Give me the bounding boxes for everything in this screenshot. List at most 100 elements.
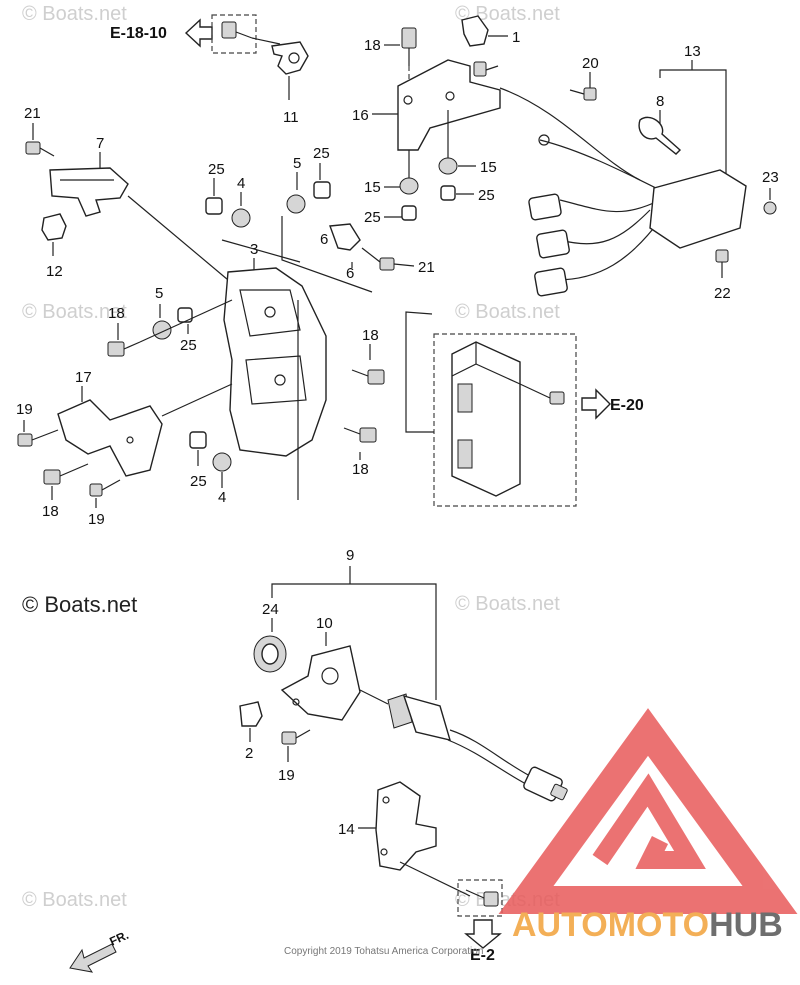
callout-1: 1 xyxy=(512,29,520,46)
callout-12: 12 xyxy=(46,263,63,280)
callout-25: 25 xyxy=(190,473,207,490)
callout-4: 4 xyxy=(237,175,245,192)
callout-5: 5 xyxy=(293,155,301,172)
callout-24: 24 xyxy=(262,601,279,618)
harness-13-group: 13 20 8 23 xyxy=(499,43,779,302)
bolt-icon xyxy=(343,427,377,443)
callout-8: 8 xyxy=(656,93,664,110)
collar-25-icon xyxy=(440,185,456,201)
grommet-5-icon xyxy=(286,194,306,214)
callout-18: 18 xyxy=(364,37,381,54)
front-label: FR. xyxy=(107,928,130,949)
dashed-box xyxy=(211,14,257,54)
callout-19: 19 xyxy=(278,767,295,784)
bracket-14-icon xyxy=(375,781,437,871)
callout-16: 16 xyxy=(352,107,369,124)
main-bracket-3-group: 25 4 5 25 3 5 xyxy=(107,145,435,506)
grommet-15-icon xyxy=(438,157,458,175)
callout-19: 19 xyxy=(16,401,33,418)
bolt-icon xyxy=(17,429,59,447)
callout-15: 15 xyxy=(364,179,381,196)
logo-triangle-icon xyxy=(498,708,798,914)
ecu-module-group: E-20 xyxy=(405,311,644,507)
ref-arrow-down-icon xyxy=(464,919,502,949)
bolt-icon xyxy=(43,463,89,485)
front-arrow-icon xyxy=(69,943,117,973)
callout-18: 18 xyxy=(108,305,125,322)
callout-25: 25 xyxy=(180,337,197,354)
bracket-17-icon xyxy=(57,399,163,477)
copyright-text: Copyright 2019 Tohatsu America Corporati… xyxy=(284,946,483,957)
watermark: © Boats.net xyxy=(22,889,127,911)
bolt-icon xyxy=(89,479,121,497)
collar-25-icon xyxy=(177,307,193,323)
logo-part-hub: HUB xyxy=(709,906,783,944)
bolt-icon xyxy=(715,249,729,278)
clip-2-icon xyxy=(239,701,263,727)
bracket-14-group: 14 E-2 xyxy=(338,781,503,964)
nut-24-icon xyxy=(253,635,287,673)
callout-20: 20 xyxy=(582,55,599,72)
clamp-6-icon xyxy=(329,223,361,251)
callout-25: 25 xyxy=(478,187,495,204)
ref-arrow-right-icon xyxy=(581,388,611,420)
bolt-icon xyxy=(351,369,385,385)
bracket-17-group: 17 19 18 19 xyxy=(16,369,233,528)
bolt-icon xyxy=(107,341,141,357)
ref-e-20: E-20 xyxy=(610,397,644,414)
bolt-icon xyxy=(25,141,55,157)
callout-10: 10 xyxy=(316,615,333,632)
ecu-module-icon xyxy=(451,341,521,497)
logo-inner-shape-icon xyxy=(592,773,706,869)
callout-21: 21 xyxy=(24,105,41,122)
callout-21: 21 xyxy=(418,259,435,276)
watermarks: © Boats.net © Boats.net © Boats.net © Bo… xyxy=(22,3,560,911)
watermark: © Boats.net xyxy=(22,3,127,25)
bolt-icon xyxy=(401,27,417,66)
ref-arrow-left-icon xyxy=(184,18,213,48)
callout-18: 18 xyxy=(42,503,59,520)
logo-wordmark: AUTOMOTOHUB xyxy=(512,906,783,944)
nut-icon xyxy=(763,201,777,215)
front-indicator: FR. xyxy=(69,928,131,973)
ref-e-18-10: E-18-10 xyxy=(110,25,167,42)
dashed-box xyxy=(433,333,577,507)
bracket-16-icon xyxy=(397,59,501,151)
bolt-icon xyxy=(465,889,499,907)
callout-2: 2 xyxy=(245,745,253,762)
bolt-icon xyxy=(361,247,395,271)
callout-19: 19 xyxy=(88,511,105,528)
callout-6-label: 6 xyxy=(346,265,354,282)
bracket-16-group: 18 1 16 15 25 xyxy=(352,15,520,226)
collar-25-icon xyxy=(205,197,223,215)
bolt-icon xyxy=(569,87,597,101)
bolt-icon xyxy=(221,21,253,39)
bracket-7-icon xyxy=(49,167,129,217)
callout-11: 11 xyxy=(283,109,299,126)
cable-8-icon xyxy=(638,116,682,155)
clip-1-icon xyxy=(461,15,489,47)
harness-13-icon xyxy=(499,87,747,297)
automotohub-logo: AUTOMOTOHUB xyxy=(498,708,798,944)
bolt-icon xyxy=(473,61,499,77)
watermark: © Boats.net xyxy=(455,593,560,615)
callout-14: 14 xyxy=(338,821,355,838)
callout-5: 5 xyxy=(155,285,163,302)
callout-13: 13 xyxy=(684,43,701,60)
callout-4: 4 xyxy=(218,489,226,506)
bolt-icon xyxy=(281,729,311,745)
callout-17: 17 xyxy=(75,369,92,386)
callout-15: 15 xyxy=(480,159,497,176)
solenoid-9-group: 9 24 10 2 19 xyxy=(239,547,568,802)
callout-9: 9 xyxy=(346,547,354,564)
watermark: © Boats.net xyxy=(22,301,127,323)
grommet-5-icon xyxy=(152,320,172,340)
grommet-4-icon xyxy=(212,452,232,472)
collar-25-icon xyxy=(313,181,331,199)
callout-6: 6 xyxy=(320,231,328,248)
logo-part-moto: MOTO xyxy=(608,906,709,944)
callout-22: 22 xyxy=(714,285,731,302)
main-bracket-3-icon xyxy=(223,267,327,457)
bolt-icon xyxy=(519,383,565,405)
